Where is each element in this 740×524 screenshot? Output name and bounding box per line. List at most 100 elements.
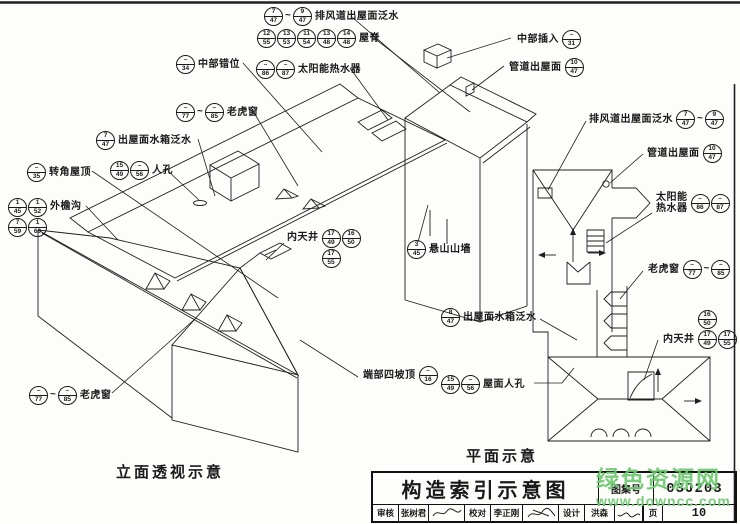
detail-index-bubble: –77: [682, 260, 702, 279]
detail-index-bubble: –87: [276, 60, 295, 79]
callout-label: 老虎窗: [648, 264, 680, 275]
signature-reviewer: [429, 505, 465, 521]
credit-name-designer: 洪森: [585, 505, 615, 521]
signature-designer: [615, 505, 643, 521]
detail-index-bubble: –16: [418, 366, 438, 385]
leader-lines: [85, 16, 659, 394]
atlas-number-value: 03J203: [666, 480, 723, 497]
callout-label: 太阳能 热水器: [656, 192, 688, 214]
caption-perspective: 立面透视示意: [116, 464, 225, 481]
callout-solar-plan: 太阳能 热水器–86–87: [653, 192, 730, 214]
callout-label: 悬山山墙: [429, 244, 471, 255]
title-block-row1: 构造索引示意图 图集号 03J203: [373, 473, 735, 505]
signature-scribble: [432, 507, 461, 516]
title-block: 构造索引示意图 图集号 03J203 审核 张树君 校对 李正刚 设计 洪森: [371, 471, 737, 523]
credit-role-reviewer: 审核: [373, 505, 399, 521]
index-bubbles: –35: [27, 163, 46, 182]
credit-role-checker: 校对: [465, 505, 491, 521]
sheet-title: 构造索引示意图: [401, 480, 570, 502]
callout-label: 出屋面水箱泛水: [463, 312, 537, 323]
detail-index-bubble: –35: [27, 163, 46, 182]
callout-label: 外檐沟: [50, 201, 82, 212]
callout-label: 人孔: [152, 165, 173, 176]
atlas-number-label: 图集号: [598, 473, 654, 504]
perspective-building: [37, 43, 537, 453]
index-bubbles: –77~–85: [682, 260, 731, 279]
signature-scribble: [617, 512, 640, 517]
detail-index-bubble: –85: [57, 386, 77, 405]
range-tilde: ~: [697, 113, 703, 124]
detail-index-bubble: –77: [29, 386, 48, 405]
credit-name-checker: 李正刚: [491, 505, 523, 521]
callout-label: 端部四坡顶: [363, 370, 416, 381]
signature-scribble: [527, 507, 555, 517]
detail-index-bubble: –85: [711, 260, 731, 279]
callout-label: 管道出屋面: [647, 148, 700, 159]
index-bubbles: –34: [176, 55, 195, 74]
callout-label: 出屋面水箱泛水: [118, 135, 192, 146]
callout-label: 中部错位: [198, 59, 240, 70]
detail-index-bubble: –86: [690, 193, 710, 213]
callout-label: 排风道出屋面泛水: [589, 114, 673, 125]
callout-label: 中部插入: [517, 34, 559, 45]
range-tilde: ~: [285, 10, 291, 21]
callout-end-hip-persp: 端部四坡顶–16: [360, 366, 438, 385]
index-bubbles: –86–87: [256, 60, 295, 79]
range-tilde: ~: [197, 106, 203, 117]
signature-checker: [523, 505, 559, 521]
detail-index-bubble: –77: [176, 103, 195, 122]
callout-label: 管道出屋面: [509, 62, 562, 73]
page-label: 页: [643, 505, 663, 521]
callout-label: 老虎窗: [79, 390, 112, 401]
detail-index-bubble: –56: [130, 161, 149, 180]
credit-role-designer: 设计: [559, 505, 585, 521]
callout-label: 屋脊: [359, 33, 380, 44]
callout-dormer-plan: 老虎窗–77~–85: [645, 260, 731, 279]
callout-label: 内天井: [663, 334, 695, 345]
index-bubbles: –77~–85: [29, 386, 77, 405]
